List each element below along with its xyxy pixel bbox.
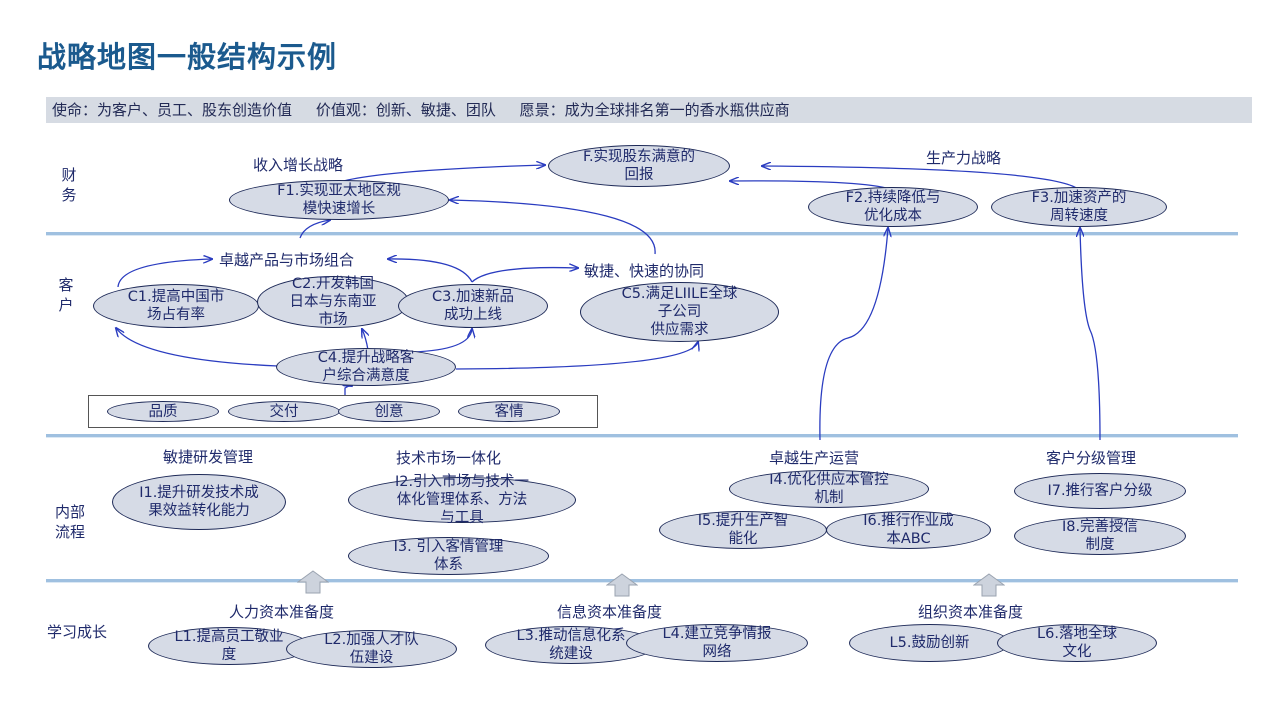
row-label-finance: 财 务 [61, 166, 77, 204]
arrow-f3-to-f [762, 166, 1079, 190]
objective-f3[interactable]: F3.加速资产的 周转速度 [991, 187, 1167, 227]
mission-banner: 使命：为客户、员工、股东创造价值 价值观：创新、敏捷、团队 愿景：成为全球排名第… [46, 97, 1252, 123]
divider-finance-customer [46, 232, 1238, 236]
objective-i2[interactable]: I2.引入市场与技术一 体化管理体系、方法 与工具 [348, 474, 576, 526]
objective-c4[interactable]: C4.提升战略客 户综合满意度 [276, 348, 456, 386]
arrow-box-to-c4 [345, 386, 352, 395]
objective-i4[interactable]: I4.优化供应本管控 机制 [729, 470, 929, 508]
theme-tech-market: 技术市场一体化 [396, 449, 502, 467]
value-quality[interactable]: 品质 [107, 401, 219, 422]
value-relationship[interactable]: 客情 [458, 401, 560, 422]
arrow-c4-to-c2 [362, 329, 368, 351]
value-delivery[interactable]: 交付 [228, 401, 340, 422]
objective-l2[interactable]: L2.加强人才队 伍建设 [286, 630, 457, 668]
objective-i8[interactable]: I8.完善授信 制度 [1014, 517, 1186, 555]
objective-f2[interactable]: F2.持续降低与 优化成本 [808, 187, 978, 227]
theme-agile-rd: 敏捷研发管理 [163, 448, 254, 466]
row-label-learning: 学习成长 [46, 623, 107, 641]
objective-i6[interactable]: I6.推行作业成 本ABC [826, 511, 991, 549]
page-title: 战略地图一般结构示例 [37, 40, 338, 74]
up-arrow-icon [606, 573, 638, 597]
theme-revenue: 收入增长战略 [253, 156, 344, 174]
theme-tiering: 客户分级管理 [1046, 449, 1137, 467]
objective-i5[interactable]: I5.提升生产智 能化 [659, 511, 827, 549]
arrow-c3-to-sync [471, 268, 578, 283]
row-label-customer: 客 户 [58, 276, 74, 314]
objective-i7[interactable]: I7.推行客户分级 [1014, 473, 1186, 509]
theme-info: 信息资本准备度 [557, 603, 663, 621]
arrow-f1-to-f [339, 165, 545, 183]
arrow-c4-to-c3 [411, 329, 472, 353]
theme-ops: 卓越生产运营 [769, 449, 860, 467]
up-arrow-icon [973, 573, 1005, 597]
objective-l4[interactable]: L4.建立竞争情报 网络 [626, 624, 808, 662]
theme-hr: 人力资本准备度 [229, 603, 335, 621]
objective-l1[interactable]: L1.提高员工敬业 度 [148, 627, 310, 665]
objective-c2[interactable]: C2.开发韩国 日本与东南亚 市场 [257, 276, 409, 328]
objective-c5[interactable]: C5.满足LIILE全球 子公司 供应需求 [580, 282, 779, 342]
objective-c1[interactable]: C1.提高中国市 场占有率 [93, 284, 259, 328]
arrow-c4-to-c1 [116, 328, 279, 367]
arrow-i4-to-f2 [819, 228, 888, 441]
objective-i1[interactable]: I1.提升研发技术成 果效益转化能力 [112, 474, 286, 530]
objective-i3[interactable]: I3. 引入客情管理 体系 [348, 537, 549, 575]
divider-process-learning [46, 579, 1238, 583]
arrow-c1-to-theme [117, 259, 212, 288]
theme-productivity: 生产力战略 [926, 149, 1002, 167]
row-label-process: 内部 流程 [54, 503, 85, 541]
objective-l6[interactable]: L6.落地全球 文化 [997, 624, 1157, 662]
arrow-c3-to-theme [388, 259, 473, 283]
value-creativity[interactable]: 创意 [338, 401, 440, 422]
theme-agile-sync: 敏捷、快速的协同 [584, 262, 705, 280]
divider-customer-process [46, 434, 1238, 438]
objective-l5[interactable]: L5.鼓励创新 [849, 624, 1010, 662]
arrow-c5-to-f1 [450, 200, 656, 255]
arrow-i7-to-f3 [1080, 228, 1101, 441]
objective-f[interactable]: F.实现股东满意的 回报 [548, 145, 730, 187]
arrow-c4-to-c5 [455, 342, 698, 370]
value-proposition-box [88, 395, 598, 428]
objective-c3[interactable]: C3.加速新品 成功上线 [398, 284, 548, 328]
objective-f1[interactable]: F1.实现亚太地区规 模快速增长 [229, 180, 449, 220]
up-arrow-icon [297, 570, 329, 594]
theme-org: 组织资本准备度 [918, 603, 1024, 621]
theme-product-market: 卓越产品与市场组合 [219, 251, 355, 269]
